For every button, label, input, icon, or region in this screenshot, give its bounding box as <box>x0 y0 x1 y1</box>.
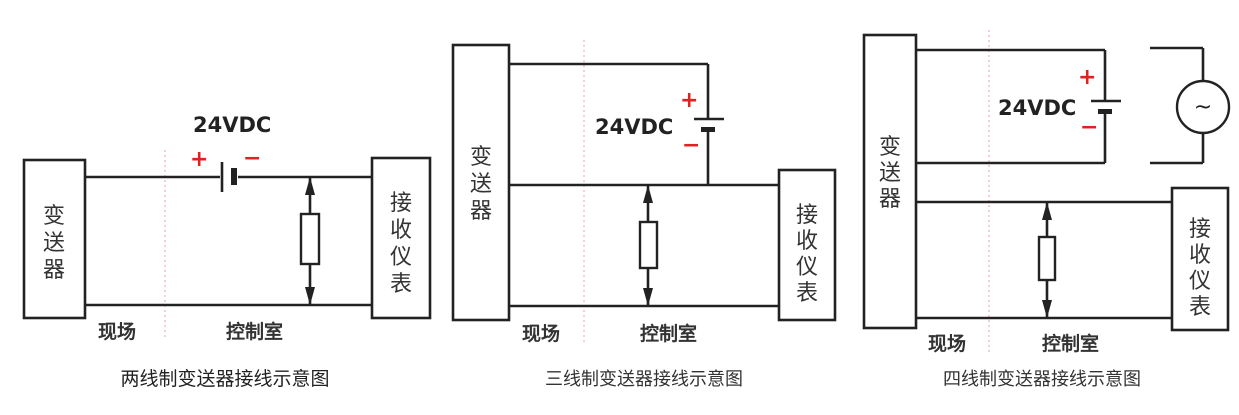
transmitter-label-2: 送 <box>43 231 65 256</box>
transmitter-box <box>862 33 918 330</box>
control-room-label: 控制室 <box>1042 332 1099 355</box>
field-label: 现场 <box>522 323 560 345</box>
receiver-box <box>777 168 837 322</box>
receiver-label-1: 接 <box>796 203 818 228</box>
transmitter-box <box>451 43 511 322</box>
plus-sign: + <box>190 147 208 172</box>
battery-icon <box>694 117 724 132</box>
transmitter-label-3: 器 <box>470 199 492 224</box>
receiver-label-3: 仪 <box>796 255 818 280</box>
resistor-icon <box>638 185 659 306</box>
plus-sign: + <box>1078 65 1096 90</box>
ac-source-icon <box>1150 46 1231 165</box>
minus-sign: − <box>682 133 700 158</box>
receiver-label-2: 收 <box>390 218 412 243</box>
receiver-label-1: 接 <box>1189 217 1211 242</box>
transmitter-label-1: 变 <box>879 135 901 160</box>
minus-sign: − <box>1080 115 1098 140</box>
transmitter-label-1: 变 <box>470 145 492 170</box>
resistor-icon <box>299 177 321 305</box>
plus-sign: + <box>680 88 698 113</box>
battery-icon <box>1091 99 1121 114</box>
four-wire-diagram: + − 24VDC ~ 变 送 器 接 收 仪 表 现场 控制室 四线制变送器接… <box>862 30 1231 390</box>
caption: 两线制变送器接线示意图 <box>120 368 329 390</box>
receiver-label-4: 表 <box>796 281 818 306</box>
receiver-box <box>1170 186 1230 332</box>
transmitter-box <box>22 158 87 320</box>
transmitter-label-2: 送 <box>470 172 492 197</box>
control-room-label: 控制室 <box>640 322 697 345</box>
receiver-label-4: 表 <box>1189 295 1211 320</box>
two-wire-diagram: + − 24VDC 变 送 器 接 收 仪 表 现场 控制室 两线制变送器接线示… <box>22 113 432 390</box>
field-label: 现场 <box>98 321 136 343</box>
caption: 四线制变送器接线示意图 <box>943 369 1141 390</box>
receiver-label-3: 仪 <box>390 245 412 270</box>
transmitter-label-1: 变 <box>43 204 65 229</box>
three-wire-diagram: + − 24VDC 变 送 器 接 收 仪 表 现场 控制室 三线制变送器接线示… <box>451 40 837 390</box>
control-room-label: 控制室 <box>226 320 283 343</box>
battery-icon <box>220 162 237 192</box>
minus-sign: − <box>243 146 261 171</box>
transmitter-label-3: 器 <box>43 258 65 283</box>
transmitter-label-3: 器 <box>879 187 901 212</box>
caption: 三线制变送器接线示意图 <box>545 369 743 390</box>
receiver-label-2: 收 <box>796 229 818 254</box>
receiver-box <box>370 156 432 320</box>
receiver-label-2: 收 <box>1189 243 1211 268</box>
transmitter-label-2: 送 <box>879 161 901 186</box>
field-label: 现场 <box>928 333 966 355</box>
resistor-icon <box>1037 202 1057 318</box>
ac-symbol: ~ <box>1194 95 1212 120</box>
power-label: 24VDC <box>998 96 1076 120</box>
power-label: 24VDC <box>595 115 673 139</box>
power-label: 24VDC <box>193 113 271 137</box>
receiver-label-4: 表 <box>390 272 412 297</box>
receiver-label-1: 接 <box>390 191 412 216</box>
receiver-label-3: 仪 <box>1189 269 1211 294</box>
